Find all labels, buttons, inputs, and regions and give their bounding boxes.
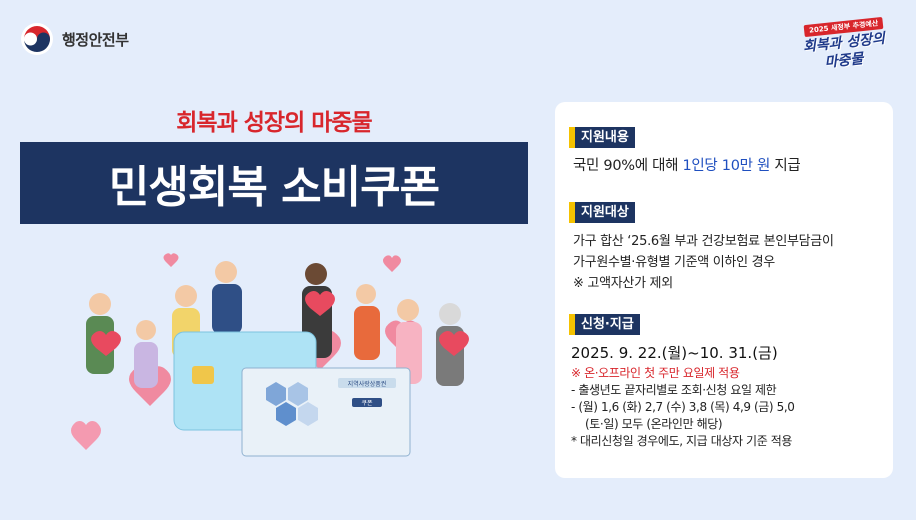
support-content-section: 지원내용 국민 90%에 대해 1인당 10만 원 지급	[569, 126, 801, 177]
voucher-icon: 지역사랑상품권 쿠폰	[241, 367, 411, 457]
support-target-line: ※ 고액자산가 제외	[573, 276, 673, 291]
ministry-logo: 행정안전부	[20, 22, 129, 56]
apply-note: (토·일) 모두 (온라인만 해당)	[585, 417, 723, 431]
voucher-label: 지역사랑상품권	[348, 380, 387, 388]
illustration: 지역사랑상품권 쿠폰	[71, 253, 469, 457]
support-content-prefix: 국민 90%에 대해	[573, 158, 683, 174]
support-amount: 1인당 10만 원	[682, 158, 771, 174]
hero-subtitle: 회복과 성장의 마중물	[176, 110, 372, 136]
support-content-label: 지원내용	[569, 127, 635, 148]
info-card: 지원내용 국민 90%에 대해 1인당 10만 원 지급 지원대상 가구 합산 …	[555, 102, 893, 478]
support-target-section: 지원대상 가구 합산 ‘25.6월 부과 건강보험료 본인부담금이 가구원수별·…	[569, 201, 834, 294]
support-target-line: 가구 합산 ‘25.6월 부과 건강보험료 본인부담금이	[573, 234, 834, 249]
support-target-label: 지원대상	[569, 202, 635, 223]
hero-title-bar: 민생회복 소비쿠폰	[20, 142, 528, 224]
apply-note: * 대리신청일 경우에도, 지급 대상자 기준 적용	[571, 434, 793, 448]
apply-label: 신청·지급	[569, 314, 640, 335]
campaign-badge: 2025 새정부 추경예산 회복과 성장의 마중물	[798, 14, 890, 71]
voucher-stamp: 쿠폰	[361, 400, 373, 407]
apply-note-red: ※ 온·오프라인 첫 주만 요일제 적용	[571, 366, 740, 380]
hero-title: 민생회복 소비쿠폰	[108, 162, 440, 213]
support-target-line: 가구원수별·유형별 기준액 이하인 경우	[573, 255, 775, 270]
support-content-text: 국민 90%에 대해 1인당 10만 원 지급	[569, 156, 801, 177]
ministry-name: 행정안전부	[62, 30, 129, 49]
apply-note: - 출생년도 끝자리별로 조회·신청 요일 제한	[571, 383, 777, 397]
apply-note: - (월) 1,6 (화) 2,7 (수) 3,8 (목) 4,9 (금) 5,…	[571, 400, 795, 414]
apply-period: 2025. 9. 22.(월)~10. 31.(금)	[571, 344, 778, 362]
apply-section: 신청·지급 2025. 9. 22.(월)~10. 31.(금) ※ 온·오프라…	[569, 313, 795, 450]
support-content-suffix: 지급	[770, 158, 801, 174]
taegeuk-emblem-icon	[21, 23, 53, 55]
